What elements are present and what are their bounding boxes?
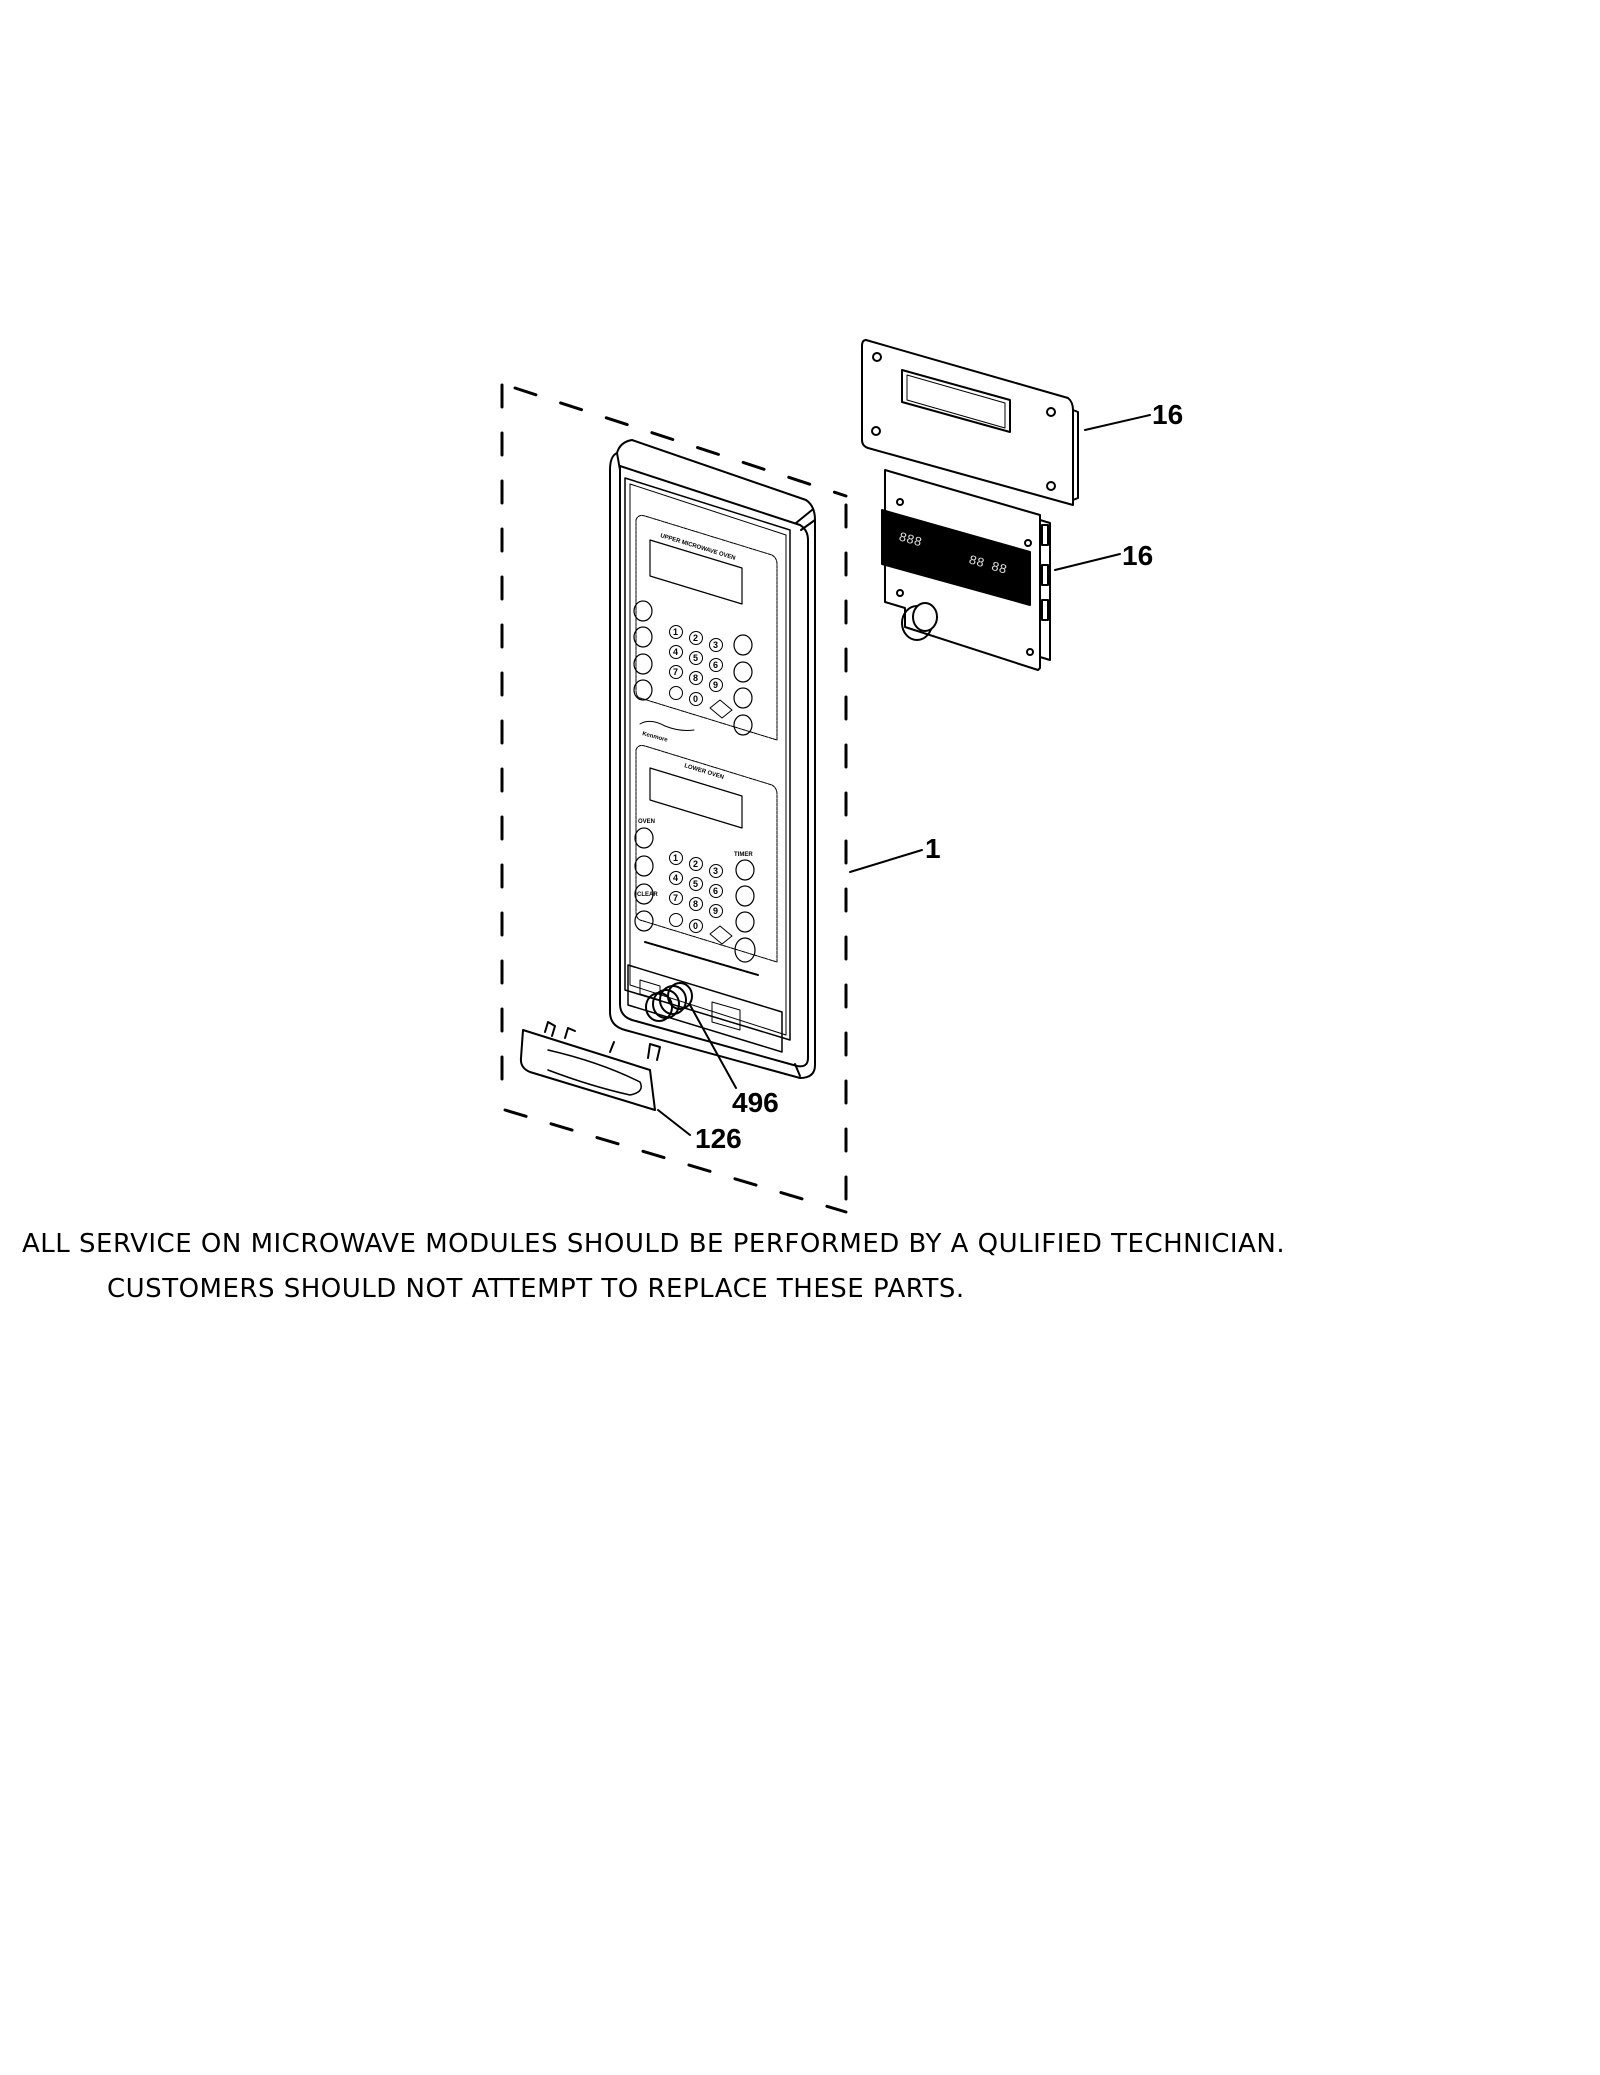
clear-key-label: CLEAR <box>637 892 658 898</box>
upper-key-2: 2 <box>693 633 698 643</box>
callout-126-handle: 126 <box>695 1123 742 1154</box>
callout-16-upper-board: 16 <box>1152 399 1183 430</box>
upper-key-8: 8 <box>693 673 698 683</box>
upper-key-7: 7 <box>673 667 678 677</box>
lower-key-3: 3 <box>713 866 718 876</box>
callout-496-knob: 496 <box>732 1087 779 1118</box>
upper-control-board-part-16 <box>861 339 1079 506</box>
upper-key-6: 6 <box>713 660 718 670</box>
upper-key-5: 5 <box>693 653 698 663</box>
upper-key-4: 4 <box>673 647 678 657</box>
callout-16-display-board: 16 <box>1122 540 1153 571</box>
upper-left-function-keys <box>633 600 653 701</box>
lower-key-8: 8 <box>693 899 698 909</box>
upper-key-3: 3 <box>713 640 718 650</box>
lower-numeric-keypad <box>669 851 733 945</box>
display-board-part-16 <box>881 469 1051 671</box>
upper-right-function-keys <box>733 634 753 736</box>
lower-key-2: 2 <box>693 859 698 869</box>
lower-key-4: 4 <box>673 873 678 883</box>
control-panel: UPPER MICROWAVE OVEN 1 2 3 <box>609 439 816 1079</box>
callout-1-control-panel: 1 <box>925 833 941 864</box>
lower-key-5: 5 <box>693 879 698 889</box>
brand-logo: Kenmore <box>641 731 668 744</box>
lower-key-0: 0 <box>693 921 698 931</box>
assembly-boundary-dashed <box>500 383 848 1214</box>
oven-group-label: OVEN <box>638 819 655 825</box>
leader-lines <box>657 414 1151 1136</box>
service-warning-line-2: CUSTOMERS SHOULD NOT ATTEMPT TO REPLACE … <box>107 1274 965 1304</box>
upper-section-title: UPPER MICROWAVE OVEN <box>659 533 736 562</box>
lower-key-1: 1 <box>673 853 678 863</box>
service-warning-line-1: ALL SERVICE ON MICROWAVE MODULES SHOULD … <box>22 1229 1286 1259</box>
knob-spring-part-496 <box>645 982 693 1022</box>
lower-right-function-keys <box>734 859 756 963</box>
upper-key-0: 0 <box>693 694 698 704</box>
upper-numeric-keypad <box>669 625 733 719</box>
handle-part-126 <box>519 1021 661 1111</box>
vfd-left-digits: 888 <box>897 529 924 550</box>
upper-key-1: 1 <box>673 627 678 637</box>
lower-left-function-keys <box>634 827 654 932</box>
lower-key-6: 6 <box>713 886 718 896</box>
lower-key-9: 9 <box>713 906 718 916</box>
timer-group-label: TIMER <box>734 852 753 858</box>
lower-key-7: 7 <box>673 893 678 903</box>
upper-key-9: 9 <box>713 680 718 690</box>
lower-section-title: LOWER OVEN <box>683 763 724 781</box>
